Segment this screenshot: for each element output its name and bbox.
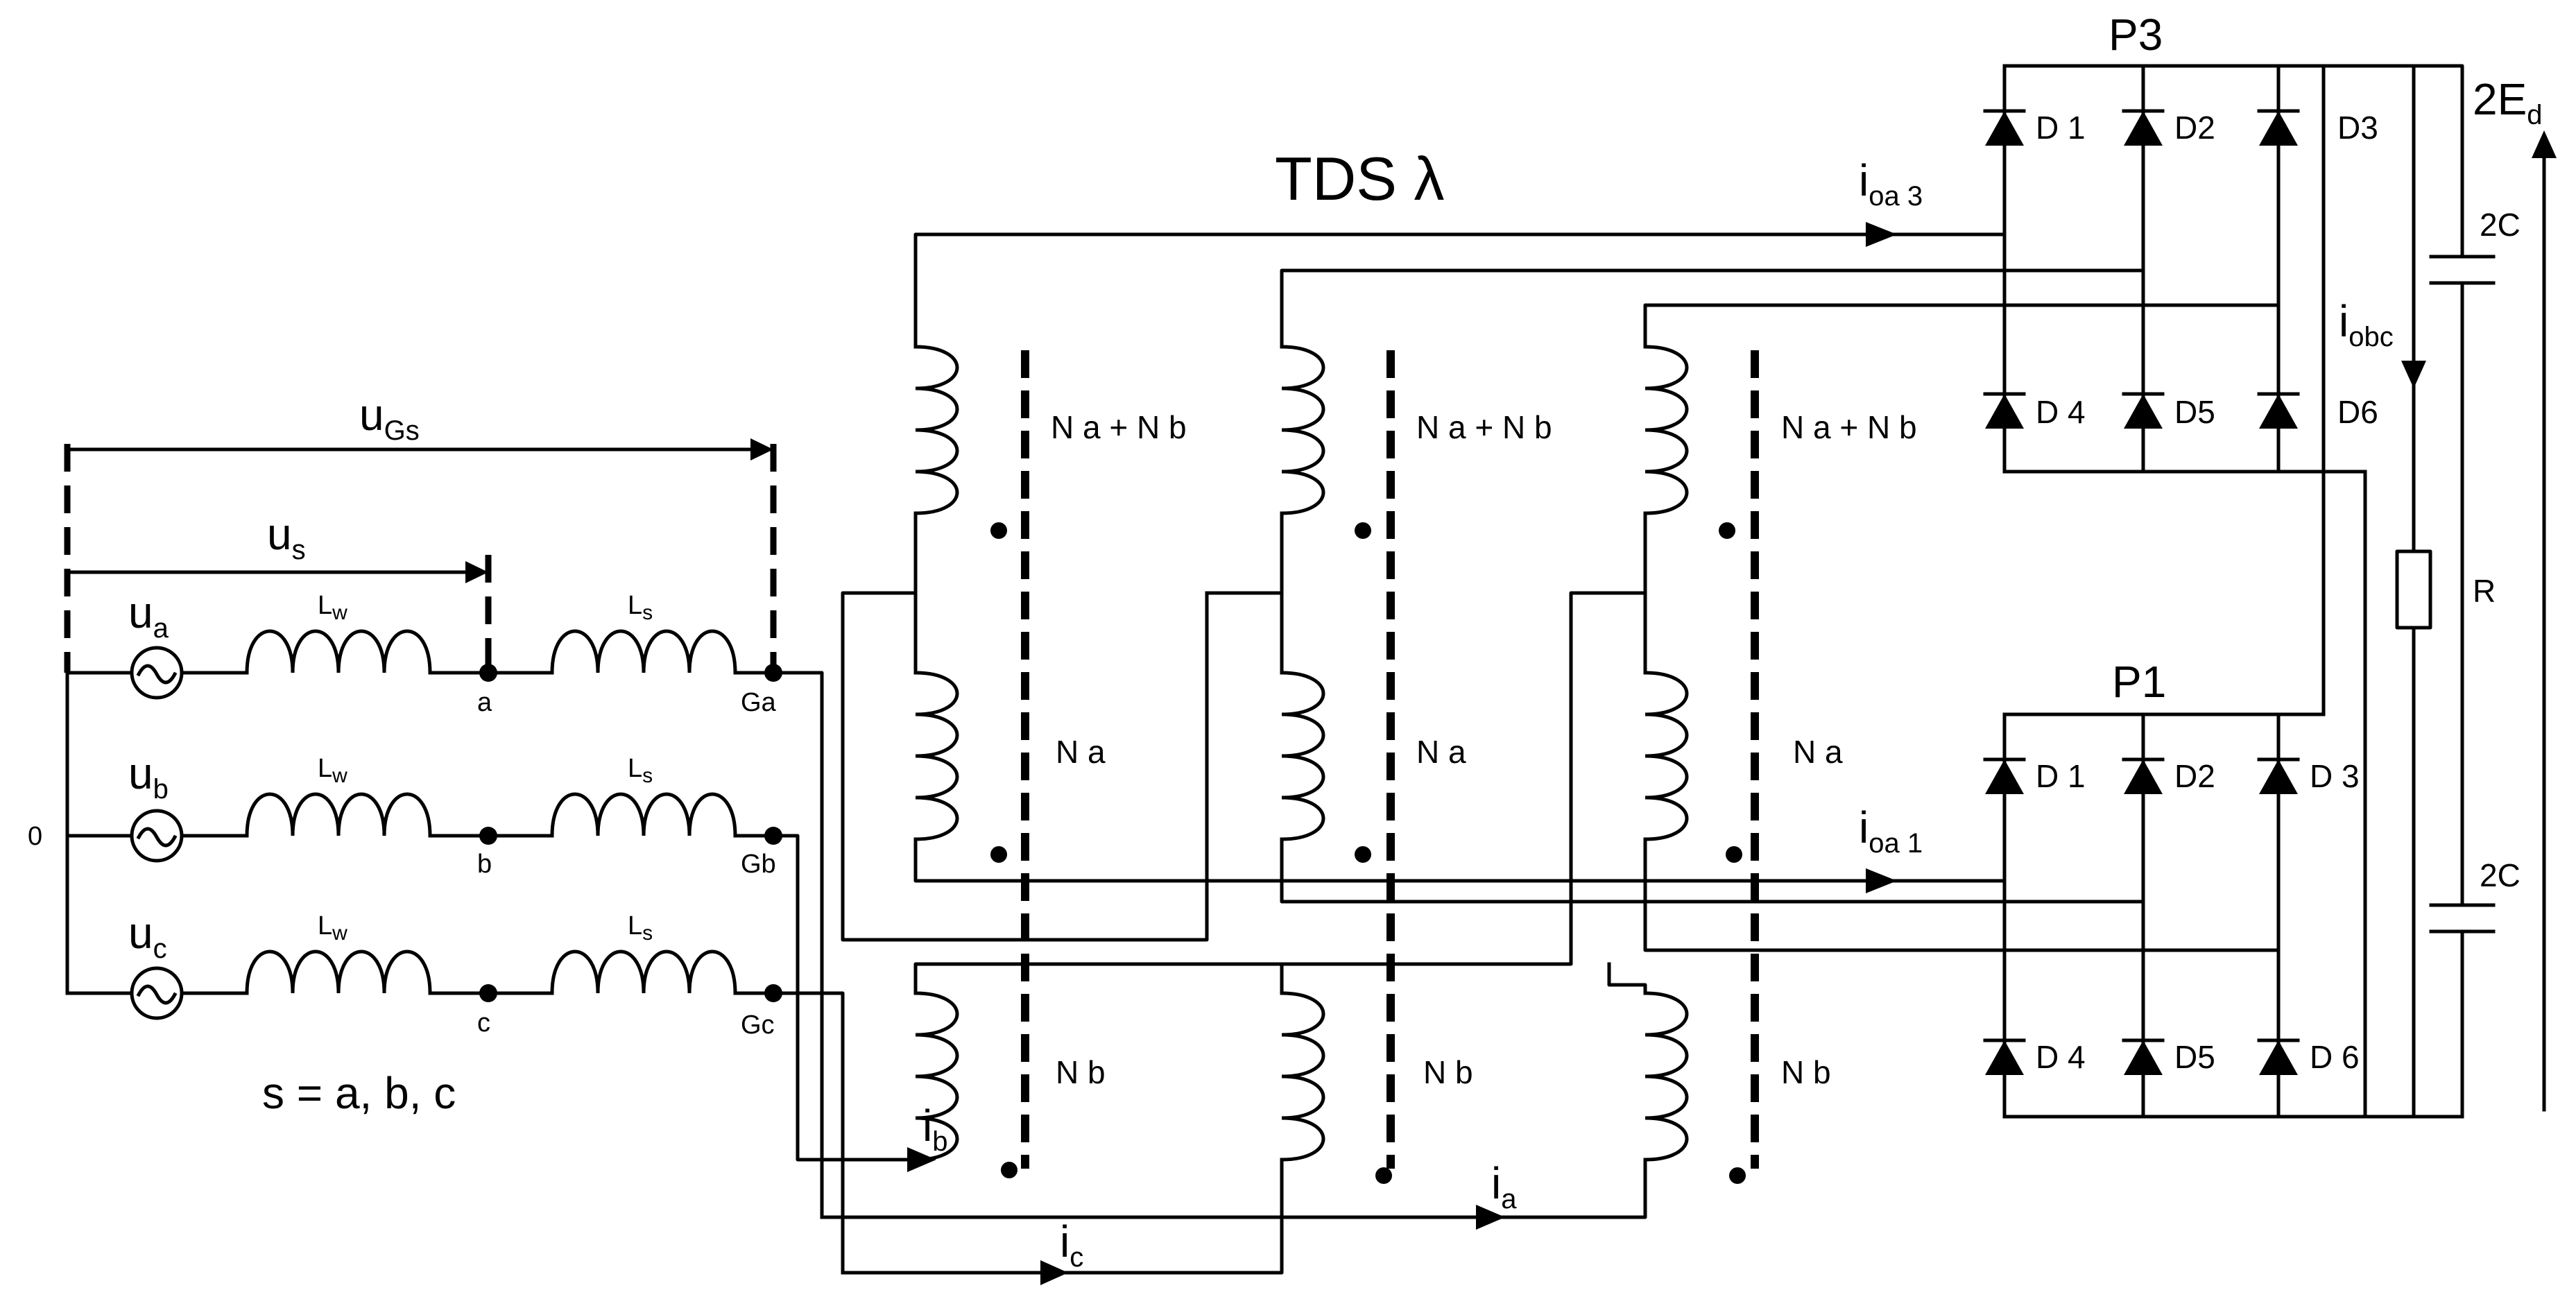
p3-d1-label: D 1	[2036, 110, 2086, 146]
p3-d3-label: D3	[2337, 110, 2378, 146]
p3-d6-label: D6	[2337, 394, 2378, 430]
winding-label-3-mid: N a	[1793, 734, 1843, 770]
ub-label: ub	[128, 748, 169, 805]
p1-label: P1	[2112, 657, 2166, 707]
source-section	[64, 438, 782, 1020]
iobc-label: iobc	[2339, 296, 2394, 352]
ioa3-label: ioa 3	[1859, 155, 1923, 212]
winding-label-2-bot: N b	[1423, 1054, 1473, 1090]
lw-label-a: Lw	[318, 591, 347, 624]
node-ga-label: Ga	[741, 688, 777, 717]
inductor-lw-c	[245, 949, 432, 994]
ua-label: ua	[128, 587, 169, 644]
winding-label-2-top: N a + N b	[1416, 409, 1552, 445]
inductor-lw-a	[245, 629, 432, 673]
ugs-label: uGs	[359, 390, 420, 446]
capacitor-top	[2429, 255, 2496, 285]
inductor-ls-a	[550, 629, 737, 673]
winding-label-3-top: N a + N b	[1781, 409, 1917, 445]
cap-label-top: 2C	[2480, 207, 2521, 243]
p1-d6-label: D 6	[2310, 1039, 2360, 1075]
ac-source-c	[130, 966, 184, 1020]
transformer-title: TDS λ	[1275, 144, 1444, 213]
neutral-label: 0	[28, 822, 42, 851]
ib-label: ib	[922, 1101, 947, 1157]
p1-d3-label: D 3	[2310, 758, 2360, 794]
rectifier-p3	[1983, 64, 2367, 474]
ac-source-b	[130, 809, 184, 863]
s-equation: s = a, b, c	[262, 1068, 456, 1118]
p3-d4-label: D 4	[2036, 394, 2086, 430]
node-a-label: a	[477, 688, 492, 717]
lw-label-b: Lw	[318, 754, 347, 787]
ia-label: ia	[1491, 1158, 1517, 1214]
ed-label: 2Ed	[2473, 74, 2543, 130]
resistor-label: R	[2473, 573, 2496, 609]
winding-label-3-bot: N b	[1781, 1054, 1831, 1090]
inductor-ls-b	[550, 792, 737, 836]
winding-label-2-mid: N a	[1416, 734, 1466, 770]
ioa1-label: ioa 1	[1859, 802, 1923, 859]
ac-source-a	[130, 646, 184, 700]
us-label: us	[267, 509, 306, 565]
resistor	[2395, 549, 2432, 630]
ls-label-b: Ls	[628, 754, 653, 787]
inductor-ls-c	[550, 949, 737, 994]
node-gb-label: Gb	[741, 850, 776, 879]
ic-label: ic	[1060, 1217, 1083, 1273]
dc-link	[2321, 64, 2557, 1119]
cap-label-bottom: 2C	[2480, 857, 2521, 893]
p1-d2-label: D2	[2174, 758, 2215, 794]
rectifier-p1	[1983, 712, 2464, 1119]
lw-label-c: Lw	[318, 911, 347, 945]
p3-label: P3	[2109, 10, 2163, 60]
winding-label-1-mid: N a	[1056, 734, 1106, 770]
transformer	[771, 222, 2281, 1285]
capacitor-bottom	[2429, 903, 2496, 934]
p3-d2-label: D2	[2174, 110, 2215, 146]
p3-d5-label: D5	[2174, 394, 2215, 430]
ls-label-c: Ls	[628, 911, 653, 945]
p1-d1-label: D 1	[2036, 758, 2086, 794]
node-b-label: b	[477, 850, 492, 879]
node-c-label: c	[477, 1008, 490, 1038]
winding-label-1-bot: N b	[1056, 1054, 1106, 1090]
p1-d4-label: D 4	[2036, 1039, 2086, 1075]
winding-label-1-top: N a + N b	[1051, 409, 1187, 445]
uc-label: uc	[128, 908, 167, 964]
inductor-lw-b	[245, 792, 432, 836]
ls-label-a: Ls	[628, 591, 653, 624]
node-gc-label: Gc	[741, 1011, 775, 1040]
p1-d5-label: D5	[2174, 1039, 2215, 1075]
